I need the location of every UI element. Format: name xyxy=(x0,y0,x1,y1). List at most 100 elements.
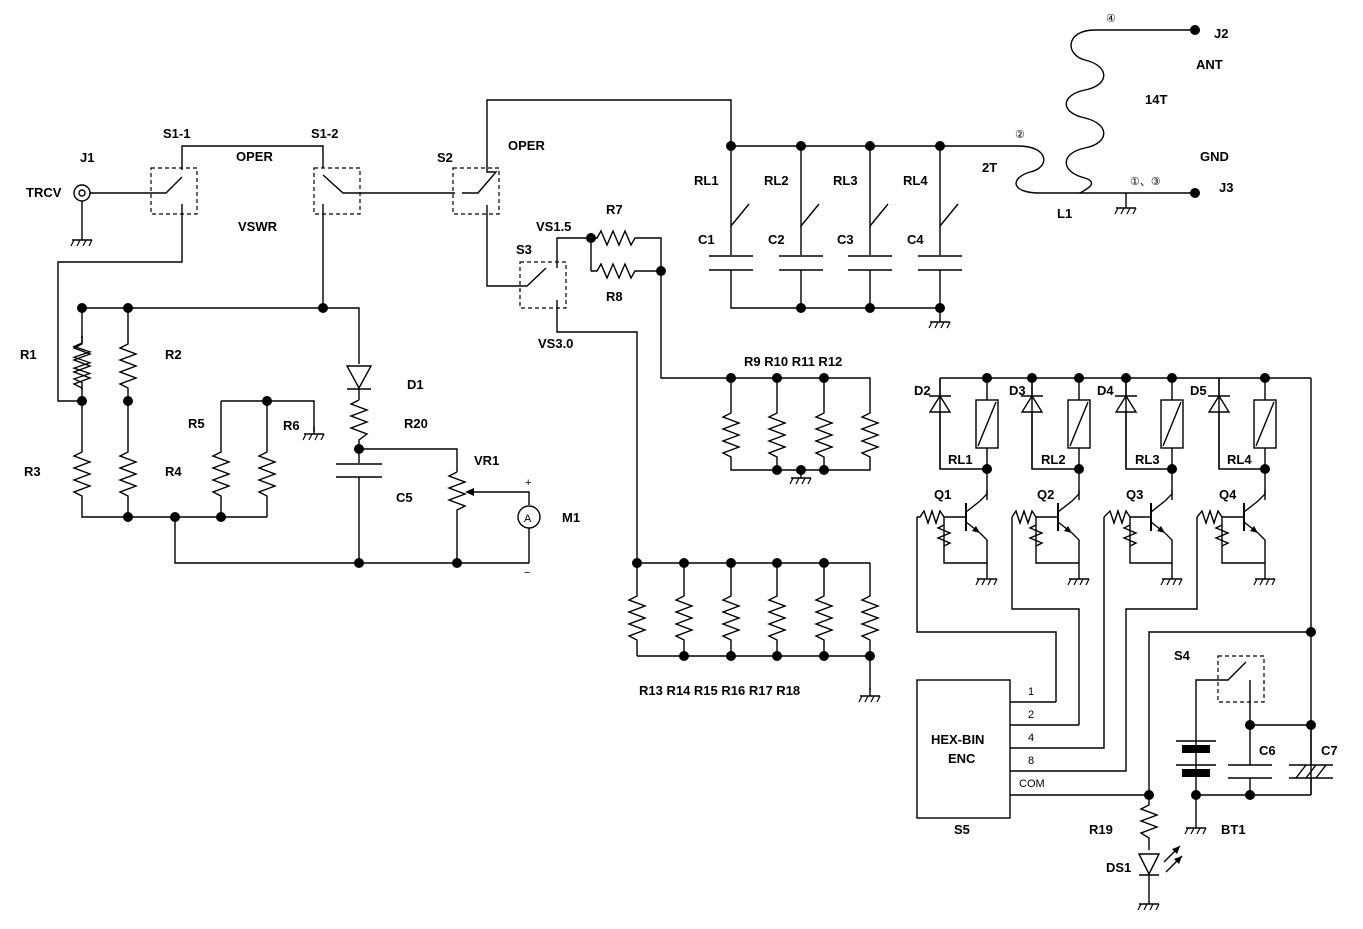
capacitor-c7 xyxy=(1289,725,1333,795)
resistor-r8 xyxy=(590,263,642,279)
label-q3: Q3 xyxy=(1126,487,1143,502)
label-c7: C7 xyxy=(1321,743,1338,758)
label-vs30: VS3.0 xyxy=(538,336,573,351)
label-r3: R3 xyxy=(24,464,41,479)
label-hex-bin: HEX-BIN xyxy=(931,732,984,747)
label-rl4: RL4 xyxy=(903,173,928,188)
relay-contacts-rl1-rl4 xyxy=(730,146,959,255)
resistor-r2 xyxy=(119,335,137,397)
pin-com: COM xyxy=(1019,778,1045,790)
resistor-bank-r13-r18 xyxy=(628,562,881,703)
resistor-r4 xyxy=(119,443,137,505)
label-vs15: VS1.5 xyxy=(536,219,571,234)
label-circle-13: ①、③ xyxy=(1130,176,1161,188)
led-ds1 xyxy=(1137,845,1183,911)
label-d4: D4 xyxy=(1097,383,1114,398)
label-rl1: RL1 xyxy=(694,173,719,188)
label-vr1: VR1 xyxy=(474,453,499,468)
resistor-r5 xyxy=(212,443,230,505)
label-c1: C1 xyxy=(698,232,715,247)
label-r8: R8 xyxy=(606,289,623,304)
pin-1: 1 xyxy=(1028,686,1034,698)
label-j1: J1 xyxy=(80,150,94,165)
label-circle-4: ④ xyxy=(1106,13,1116,25)
label-r5: R5 xyxy=(188,416,205,431)
label-r7: R7 xyxy=(606,202,623,217)
label-r9-r12: R9 R10 R11 R12 xyxy=(744,354,842,369)
resistor-r19 xyxy=(1139,795,1159,850)
resistor-r20 xyxy=(349,399,369,449)
terminal-j3 xyxy=(1190,188,1200,198)
j1-connector xyxy=(70,184,93,247)
pin-2: 2 xyxy=(1028,709,1034,721)
label-ant: ANT xyxy=(1196,57,1223,72)
label-rl2: RL2 xyxy=(764,173,789,188)
inductor-l1 xyxy=(1015,29,1195,215)
label-j3: J3 xyxy=(1219,180,1233,195)
resistor-r6 xyxy=(258,443,276,505)
label-oper-2: OPER xyxy=(508,138,545,153)
pin-4: 4 xyxy=(1028,732,1034,744)
relay-driver-2 xyxy=(1011,378,1091,725)
label-gnd: GND xyxy=(1200,149,1229,164)
label-s1-2: S1-2 xyxy=(311,126,338,141)
label-14t: 14T xyxy=(1145,92,1167,107)
label-trcv: TRCV xyxy=(26,185,62,200)
label-j2: J2 xyxy=(1214,26,1228,41)
label-relay-coil-3: RL3 xyxy=(1135,452,1160,467)
relay-driver-4 xyxy=(1010,378,1277,772)
label-ds1: DS1 xyxy=(1106,860,1131,875)
label-vswr: VSWR xyxy=(238,219,278,234)
label-relay-coil-1: RL1 xyxy=(948,452,973,467)
relay-driver-3 xyxy=(1010,378,1184,749)
diode-d1 xyxy=(345,365,373,390)
label-r20: R20 xyxy=(404,416,428,431)
relay-driver-1 xyxy=(916,378,1057,702)
label-q4: Q4 xyxy=(1219,487,1237,502)
label-c2: C2 xyxy=(768,232,785,247)
label-c4: C4 xyxy=(907,232,924,247)
potentiometer-vr1 xyxy=(447,471,467,563)
battery-bt1 xyxy=(1176,740,1216,777)
switch-s1-1 xyxy=(150,167,198,215)
switch-s1-2 xyxy=(313,167,361,215)
label-oper-1: OPER xyxy=(236,149,273,164)
capacitors-c1-c4 xyxy=(709,255,962,329)
capacitor-c6 xyxy=(1228,725,1272,795)
label-m1: M1 xyxy=(562,510,580,525)
switch-s3 xyxy=(519,261,567,309)
label-d2: D2 xyxy=(914,383,931,398)
label-s3: S3 xyxy=(516,242,532,257)
label-circle-2: ② xyxy=(1015,129,1025,141)
label-d5: D5 xyxy=(1190,383,1207,398)
label-s2: S2 xyxy=(437,150,453,165)
label-r19: R19 xyxy=(1089,822,1113,837)
label-s1-1: S1-1 xyxy=(163,126,190,141)
capacitor-c5 xyxy=(336,463,382,478)
junction-dots xyxy=(77,141,1316,800)
meter-symbol: A xyxy=(524,513,532,525)
resistor-r7 xyxy=(590,230,642,246)
label-q1: Q1 xyxy=(934,487,951,502)
label-d3: D3 xyxy=(1009,383,1026,398)
label-s5: S5 xyxy=(954,822,970,837)
label-c3: C3 xyxy=(837,232,854,247)
label-relay-coil-2: RL2 xyxy=(1041,452,1066,467)
meter-minus: − xyxy=(524,567,530,579)
switch-s4 xyxy=(1217,655,1265,703)
label-bt1: BT1 xyxy=(1221,822,1246,837)
switch-s2 xyxy=(452,167,500,215)
label-2t: 2T xyxy=(982,160,997,175)
label-r4: R4 xyxy=(165,464,182,479)
label-enc: ENC xyxy=(948,751,976,766)
meter-plus: + xyxy=(525,477,531,489)
terminal-j2 xyxy=(1190,25,1200,35)
label-q2: Q2 xyxy=(1037,487,1054,502)
label-rl3: RL3 xyxy=(833,173,858,188)
label-r13-r18: R13 R14 R15 R16 R17 R18 xyxy=(639,683,800,698)
label-c6: C6 xyxy=(1259,743,1276,758)
label-s4: S4 xyxy=(1174,648,1191,663)
label-l1: L1 xyxy=(1057,206,1072,221)
encoder-s5 xyxy=(916,679,1011,819)
